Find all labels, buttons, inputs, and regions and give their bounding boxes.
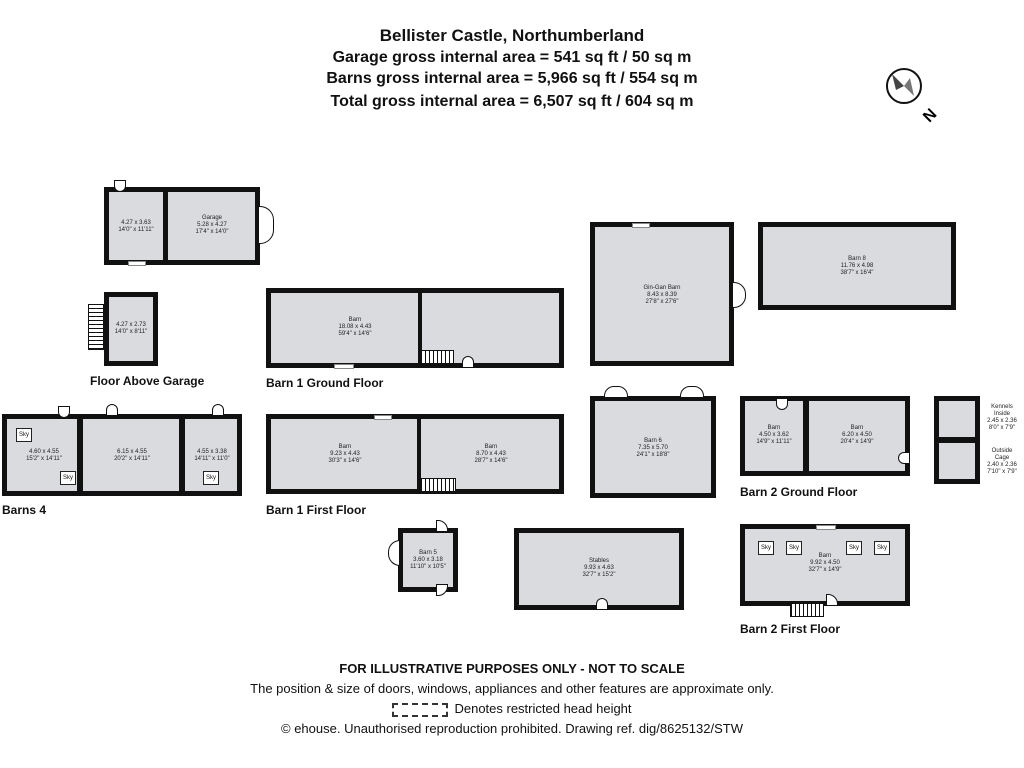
garage-side-door: [114, 180, 126, 192]
stables-door: [596, 598, 608, 610]
floor-label-above-garage: Floor Above Garage: [90, 374, 205, 388]
room-above-garage: [104, 292, 158, 366]
barn1-ground-stairs: [420, 350, 454, 364]
room-barn5: [398, 528, 458, 592]
barn2-ground-side-door: [898, 452, 910, 464]
room-barn8: [758, 222, 956, 310]
gin-gan-window: [632, 223, 650, 228]
above-garage-stairs: [88, 304, 104, 350]
room-barn6: [590, 396, 716, 498]
compass-icon: N: [886, 68, 940, 126]
skylight-barn2-3: Sky: [846, 541, 862, 555]
barn1-ground-partition: [418, 288, 422, 368]
room-barn1-ground: [266, 288, 564, 368]
garage-double-door: [258, 206, 274, 244]
skylight-barn2-2: Sky: [786, 541, 802, 555]
garage-area: Garage gross internal area = 541 sq ft /…: [332, 49, 692, 66]
barn2-first-window: [816, 525, 836, 530]
restricted-height-legend: Denotes restricted head height: [0, 701, 1024, 717]
barn2-ground-door: [776, 398, 788, 410]
skylight-barn2-1: Sky: [758, 541, 774, 555]
room-gin-gan-barn: [590, 222, 734, 366]
floor-label-barn2-first: Barn 2 First Floor: [740, 622, 841, 636]
barn5-door-bottom: [436, 584, 448, 596]
barn1-ground-door: [462, 356, 474, 368]
barn2-first-stairs: [790, 603, 824, 617]
barn6-door-left: [604, 386, 628, 398]
skylight-barn2-4: Sky: [874, 541, 890, 555]
skylight-barns4-1: Sky: [16, 428, 32, 442]
restricted-height-label: Denotes restricted head height: [454, 701, 632, 716]
floor-label-barn1-first: Barn 1 First Floor: [266, 503, 367, 517]
barn1-first-window: [374, 415, 392, 420]
disclaimer-text: The position & size of doors, windows, a…: [250, 681, 774, 696]
barn1-first-partition: [417, 414, 421, 494]
barn5-door-top: [436, 520, 448, 532]
gin-gan-door: [732, 282, 746, 308]
total-area: Total gross internal area = 6,507 sq ft …: [330, 93, 694, 110]
barns4-door-c: [212, 404, 224, 416]
garage-window: [128, 261, 146, 266]
room-barn2-ground-b: [804, 396, 910, 476]
skylight-barns4-2: Sky: [60, 471, 76, 485]
barn2-first-door: [826, 594, 838, 606]
room-kennels-inside: [934, 396, 980, 442]
floor-label-barn1-ground: Barn 1 Ground Floor: [266, 376, 384, 390]
room-garage: [163, 187, 260, 265]
barns4-door-b: [106, 404, 118, 416]
barn1-first-stairs: [420, 478, 456, 492]
disclaimer-title: FOR ILLUSTRATIVE PURPOSES ONLY - NOT TO …: [339, 661, 685, 676]
room-barn1-first: [266, 414, 564, 494]
floor-label-barns4: Barns 4: [2, 503, 47, 517]
restricted-height-swatch: [392, 702, 449, 717]
copyright-text: © ehouse. Unauthorised reproduction proh…: [281, 721, 743, 736]
barn1-ground-window: [334, 364, 354, 369]
floor-label-barn2-ground: Barn 2 Ground Floor: [740, 485, 858, 499]
plan-title: Bellister Castle, Northumberland: [379, 26, 645, 45]
barns4-door-a: [58, 406, 70, 418]
room-stables: [514, 528, 684, 610]
compass-north-label: N: [920, 106, 940, 126]
skylight-barns4-3: Sky: [203, 471, 219, 485]
barns-area: Barns gross internal area = 5,966 sq ft …: [326, 70, 698, 87]
room-outside-cage: [934, 438, 980, 484]
barn6-door-right: [680, 386, 704, 398]
barn5-door-left: [388, 540, 400, 566]
